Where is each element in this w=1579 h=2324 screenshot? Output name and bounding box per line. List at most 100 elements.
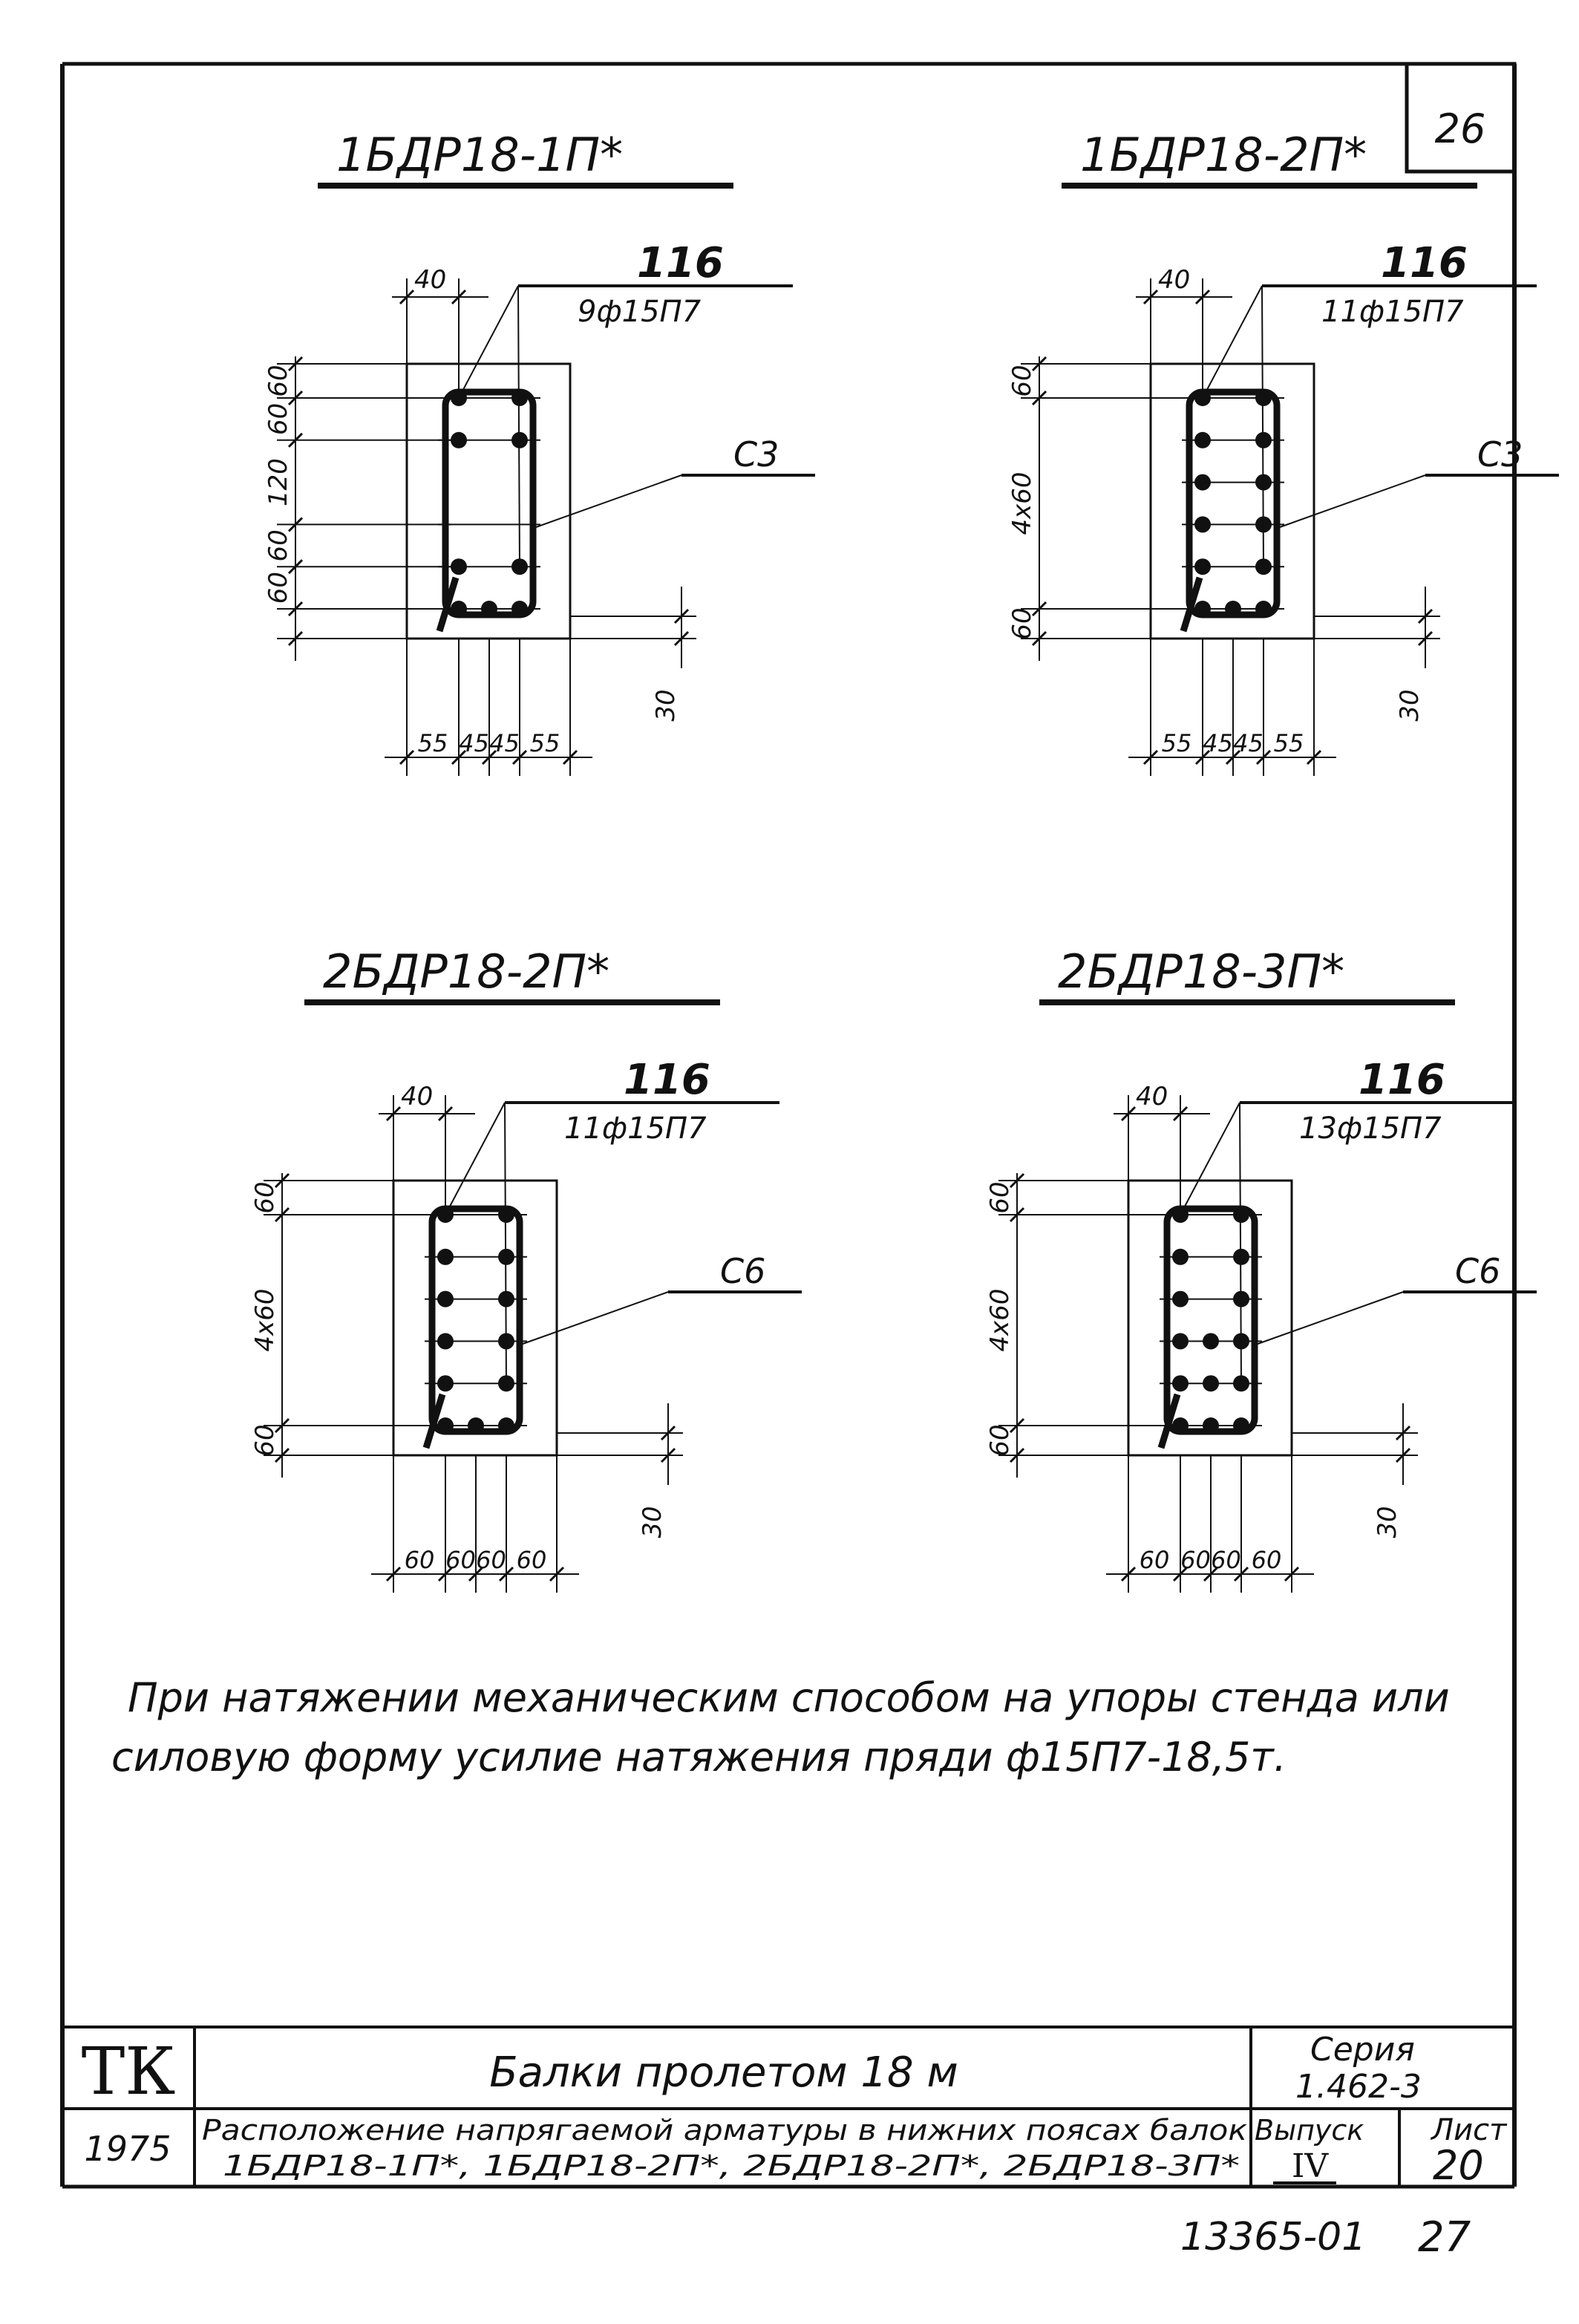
rebar-mark: 116 bbox=[1359, 1056, 1445, 1104]
section-title: 2БДР18-2П* bbox=[323, 944, 609, 999]
rebar-strand bbox=[1203, 1375, 1219, 1392]
horizontal-dimension: 55 bbox=[418, 729, 448, 757]
horizontal-dimension: 60 bbox=[476, 1546, 506, 1574]
drawing-subtitle-2: 1БДР18-1П*, 1БДР18-2П*, 2БДР18-2П*, 2БДР… bbox=[223, 2150, 1240, 2182]
bottom-dimension: 30 bbox=[1395, 689, 1425, 721]
vertical-dimension: 60 bbox=[1007, 365, 1037, 396]
vertical-dimension: 4x60 bbox=[1007, 471, 1037, 535]
vertical-dimension: 120 bbox=[264, 458, 293, 506]
rebar-strand bbox=[437, 1290, 454, 1308]
stirrup-mark: С6 bbox=[720, 1251, 765, 1291]
org-mark: ТК bbox=[82, 2033, 176, 2109]
rebar-strand bbox=[1172, 1248, 1189, 1265]
section-title: 1БДР18-2П* bbox=[1080, 128, 1367, 182]
vertical-dimension: 60 bbox=[264, 403, 293, 435]
rebar-spec: 13ф15П7 bbox=[1299, 1112, 1442, 1146]
rebar-strand bbox=[451, 558, 467, 575]
sheet-label: Лист bbox=[1430, 2113, 1508, 2147]
vertical-dimension: 60 bbox=[250, 1424, 280, 1456]
rebar-strand bbox=[437, 1248, 454, 1265]
cover-dimension: 40 bbox=[401, 1082, 433, 1112]
note-line-2: силовую форму усилие натяжения пряди ф15… bbox=[111, 1734, 1287, 1780]
rebar-strand bbox=[1172, 1375, 1189, 1392]
horizontal-dimension: 60 bbox=[1252, 1546, 1282, 1574]
cover-dimension: 40 bbox=[414, 265, 446, 295]
year: 1975 bbox=[84, 2129, 171, 2169]
bottom-dimension: 30 bbox=[638, 1506, 667, 1538]
rebar-strand bbox=[1255, 390, 1272, 406]
horizontal-dimension: 55 bbox=[1162, 729, 1192, 757]
rebar-strand bbox=[437, 1333, 454, 1350]
footer-code: 13365-01 bbox=[1180, 2215, 1366, 2259]
horizontal-dimension: 60 bbox=[1140, 1546, 1170, 1574]
horizontal-dimension: 45 bbox=[489, 729, 520, 757]
rebar-strand bbox=[1194, 474, 1211, 491]
rebar-strand bbox=[1255, 601, 1272, 617]
horizontal-dimension: 60 bbox=[445, 1546, 476, 1574]
rebar-strand bbox=[468, 1417, 484, 1434]
cover-dimension: 40 bbox=[1136, 1082, 1168, 1112]
title-block bbox=[62, 2026, 1514, 2187]
rebar-strand bbox=[1233, 1417, 1249, 1434]
rebar-strand bbox=[481, 601, 497, 617]
top-sheet-number: 26 bbox=[1435, 105, 1486, 152]
rebar-strand bbox=[511, 390, 528, 406]
rebar-strand bbox=[451, 601, 467, 617]
rebar-mark: 116 bbox=[1381, 239, 1468, 287]
horizontal-dimension: 55 bbox=[1274, 729, 1304, 757]
rebar-spec: 11ф15П7 bbox=[564, 1112, 707, 1146]
horizontal-dimension: 60 bbox=[1180, 1546, 1211, 1574]
horizontal-dimension: 55 bbox=[530, 729, 560, 757]
rebar-strand bbox=[1203, 1333, 1219, 1350]
rebar-strand bbox=[1194, 431, 1211, 448]
sheet-frame bbox=[60, 62, 1517, 2189]
vertical-dimension: 4x60 bbox=[250, 1288, 280, 1351]
rebar-strand bbox=[437, 1417, 454, 1434]
rebar-strand bbox=[511, 601, 528, 617]
rebar-strand bbox=[451, 431, 467, 448]
stirrup-mark: С3 bbox=[733, 434, 779, 474]
sheet-value: 20 bbox=[1433, 2142, 1484, 2189]
vertical-dimension: 60 bbox=[250, 1181, 280, 1213]
horizontal-dimension: 60 bbox=[517, 1546, 547, 1574]
horizontal-dimension: 45 bbox=[1233, 729, 1263, 757]
rebar-strand bbox=[1172, 1333, 1189, 1350]
drawing-title: Балки пролетом 18 м bbox=[489, 2049, 958, 2097]
series-label: Серия bbox=[1310, 2031, 1415, 2069]
series-value: 1.462-3 bbox=[1295, 2068, 1422, 2106]
rebar-strand bbox=[498, 1417, 514, 1434]
rebar-mark: 116 bbox=[637, 239, 724, 287]
rebar-strand bbox=[1225, 601, 1241, 617]
vertical-dimension: 60 bbox=[1007, 607, 1037, 639]
rebar-spec: 9ф15П7 bbox=[578, 295, 702, 329]
bottom-dimension: 30 bbox=[1373, 1506, 1402, 1538]
bottom-dimension: 30 bbox=[651, 689, 681, 721]
stirrup-mark: С3 bbox=[1477, 434, 1523, 474]
stirrup-mark: С6 bbox=[1455, 1251, 1500, 1291]
cover-dimension: 40 bbox=[1158, 265, 1190, 295]
section-title: 2БДР18-3П* bbox=[1058, 944, 1344, 999]
rebar-strand bbox=[1194, 516, 1211, 533]
rebar-strand bbox=[1194, 601, 1211, 617]
rebar-strand bbox=[1172, 1290, 1189, 1308]
issue-value: IV bbox=[1292, 2147, 1329, 2185]
footer-page: 27 bbox=[1418, 2213, 1471, 2262]
horizontal-dimension: 60 bbox=[405, 1546, 435, 1574]
rebar-spec: 11ф15П7 bbox=[1321, 295, 1464, 329]
rebar-strand bbox=[498, 1207, 514, 1223]
rebar-strand bbox=[1233, 1207, 1249, 1223]
drawing-subtitle-1: Расположение напрягаемой арматуры в нижн… bbox=[202, 2114, 1247, 2147]
vertical-dimension: 60 bbox=[985, 1424, 1015, 1456]
vertical-dimension: 60 bbox=[264, 365, 293, 396]
issue-label: Выпуск bbox=[1255, 2114, 1364, 2147]
rebar-strand bbox=[1172, 1417, 1189, 1434]
horizontal-dimension: 45 bbox=[459, 729, 489, 757]
note-line-1: При натяжении механическим способом на у… bbox=[128, 1674, 1450, 1721]
rebar-mark: 116 bbox=[624, 1056, 710, 1104]
horizontal-dimension: 60 bbox=[1211, 1546, 1241, 1574]
rebar-strand bbox=[1203, 1417, 1219, 1434]
